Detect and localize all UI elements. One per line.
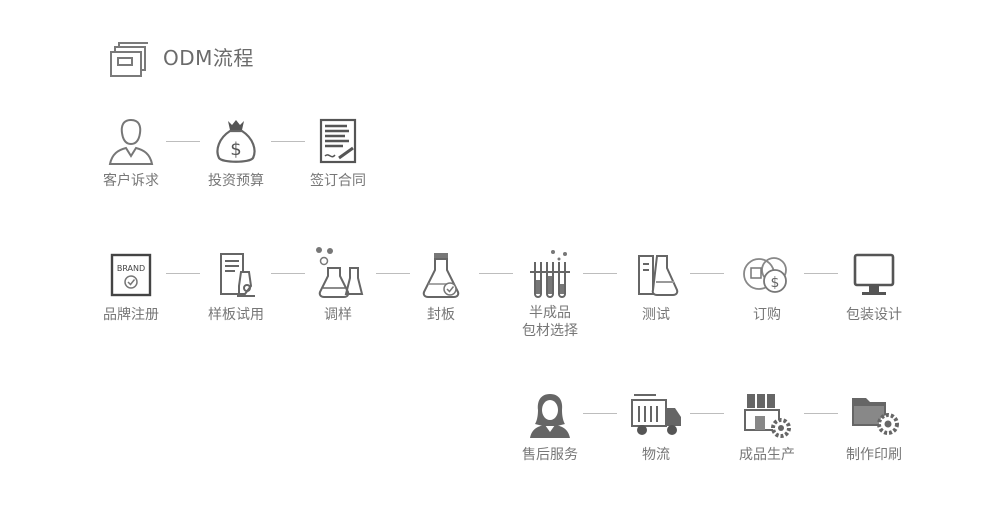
step-testing: 测试 [611,250,701,324]
svg-text:$: $ [230,139,241,160]
connector [583,413,617,414]
test-tubes-icon [530,250,570,298]
step-brand-registration: BRAND 品牌注册 [86,250,176,324]
step-label: 成品生产 [739,447,795,463]
step-label: 订购 [753,307,781,323]
step-label: 调样 [324,307,352,323]
connector [166,141,200,142]
customer-icon [108,118,154,165]
connector [583,273,617,274]
step-label: 客户诉求 [103,173,159,189]
step-label: 品牌注册 [103,307,159,323]
customer-service-icon [530,394,570,438]
connector [804,273,838,274]
step-semi-finished-packaging: 半成品 包材选择 [505,248,595,340]
contract-icon [319,118,357,164]
step-adjust-sample: 调样 [293,244,383,324]
monitor-icon [853,253,895,295]
seal-sample-icon [422,253,460,298]
truck-icon [631,394,681,435]
folder-stack-icon [108,40,148,80]
step-label: 签订合同 [310,173,366,189]
step-after-sales-service: 售后服务 [505,390,595,464]
testing-flask-icon [638,255,679,296]
step-label: 包装设计 [846,307,902,323]
step-label: 半成品 [529,305,571,321]
connector [479,273,513,274]
step-order: $ 订购 [722,250,812,324]
connector [690,413,724,414]
step-packaging-design: 包装设计 [829,250,919,324]
step-finished-production: 成品生产 [722,390,812,464]
step-seal-sample: 封板 [396,250,486,324]
brand-icon: BRAND [110,253,152,297]
step-sign-contract: 签订合同 [293,116,383,190]
sample-trial-icon [220,253,255,297]
adjust-sample-icon [316,247,364,298]
factory-gear-icon [744,394,791,438]
step-label: 测试 [642,307,670,323]
folder-gear-icon [852,398,899,435]
step-investment-budget: $ 投资预算 [191,116,281,190]
step-label: 物流 [642,447,670,463]
step-printing: 制作印刷 [829,390,919,464]
svg-text:$: $ [771,275,780,291]
step-customer-demand: 客户诉求 [86,116,176,190]
money-bag-icon: $ [216,120,256,163]
order-coins-icon: $ [743,257,787,293]
connector [690,273,724,274]
connector [271,141,305,142]
connector [166,273,200,274]
step-label: 投资预算 [208,173,264,189]
connector [271,273,305,274]
step-sample-trial: 样板试用 [191,250,281,324]
connector [804,413,838,414]
step-label: 制作印刷 [846,447,902,463]
step-label: 售后服务 [522,447,578,463]
svg-text:BRAND: BRAND [117,264,145,273]
step-label-2: 包材选择 [522,323,578,339]
step-label: 封板 [427,307,455,323]
connector [376,273,410,274]
step-label: 样板试用 [208,307,264,323]
page-title: ODM流程 [163,46,254,70]
step-logistics: 物流 [611,390,701,464]
